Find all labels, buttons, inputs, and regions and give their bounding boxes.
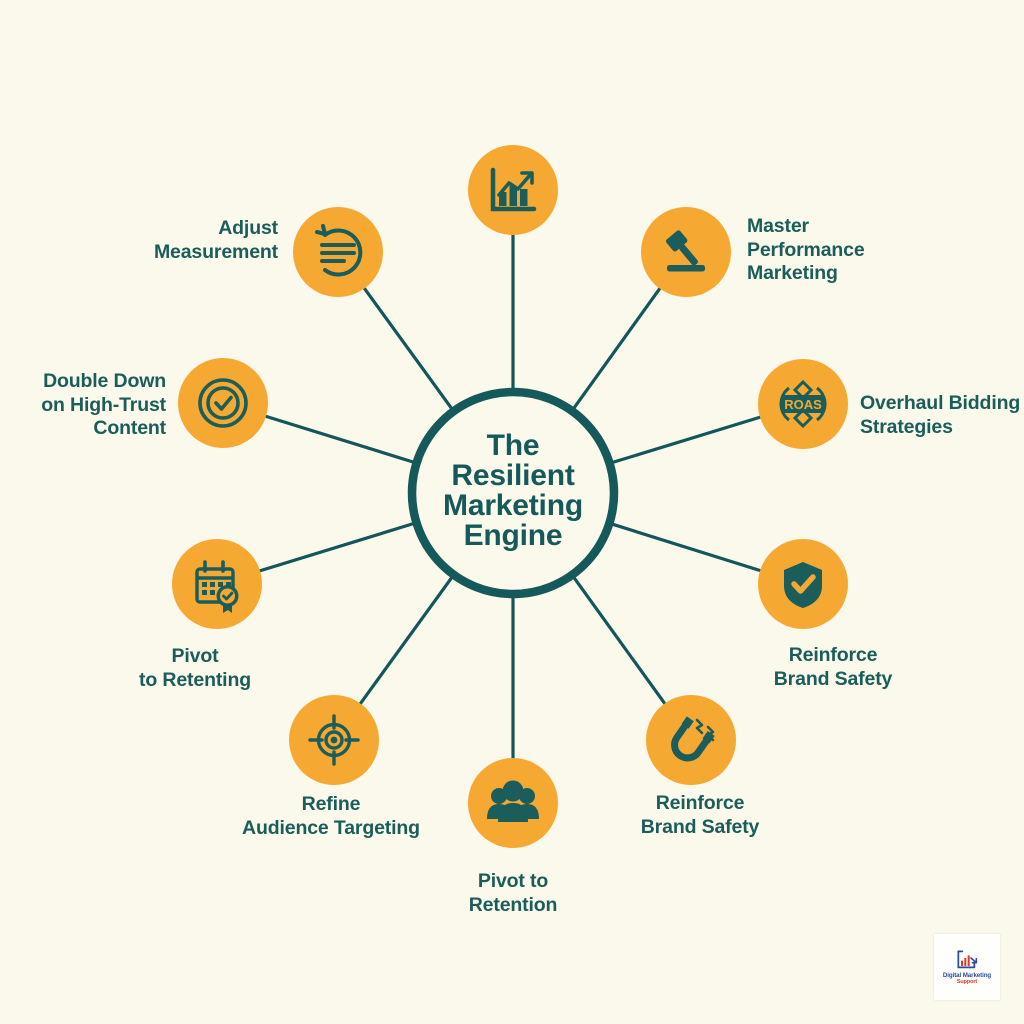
- spoke-reinforce-brand-safety-magnet: [571, 574, 668, 707]
- hub-title-line-4: Engine: [464, 519, 563, 552]
- spoke-double-down-high-trust-content: [262, 414, 417, 465]
- node-reinforce-brand-safety-magnet[interactable]: [646, 695, 736, 785]
- label-overhaul-bidding-strategies: Overhaul Bidding Strategies: [860, 392, 1021, 438]
- node-adjust-measurement[interactable]: [293, 207, 383, 297]
- node-circles: [172, 145, 848, 848]
- label-master-performance-marketing: Master Performance Marketing: [747, 215, 865, 284]
- spoke-adjust-measurement: [361, 285, 455, 412]
- node-circle: [178, 358, 268, 448]
- label-adjust-measurement: Adjust Measurement: [153, 217, 278, 263]
- spoke-refine-audience-targeting: [357, 574, 455, 707]
- label-reinforce-brand-safety-magnet: Reinforce Brand Safety: [640, 792, 760, 838]
- spoke-overhaul-bidding-strategies: [609, 415, 764, 465]
- chart-arrow-logo-icon: [957, 949, 978, 968]
- node-overhaul-bidding-strategies[interactable]: [758, 359, 848, 449]
- node-master-performance-marketing[interactable]: [641, 207, 731, 297]
- label-reinforce-brand-safety-shield: Reinforce Brand Safety: [773, 644, 893, 690]
- label-pivot-to-retenting: Pivot to Retenting: [139, 645, 251, 691]
- hub-title-line-2: Resilient: [451, 459, 574, 492]
- node-refine-audience-targeting[interactable]: [289, 695, 379, 785]
- node-reinforce-brand-safety-shield[interactable]: [758, 539, 848, 629]
- node-pivot-to-retenting[interactable]: [172, 539, 262, 629]
- center-hub: The Resilient Marketing Engine: [407, 387, 619, 599]
- spoke-lines: [256, 231, 764, 762]
- hub-title-line-1: The: [487, 429, 540, 462]
- hub-ring: [407, 387, 619, 599]
- brand-logo: Digital Marketing Support: [934, 934, 1000, 1000]
- label-pivot-to-retention: Pivot to Retention: [468, 870, 558, 916]
- spoke-master-performance-marketing: [571, 285, 663, 411]
- brand-logo-line-2: Support: [956, 978, 978, 985]
- node-pivot-to-retention[interactable]: [468, 758, 558, 848]
- label-refine-audience-targeting: Refine Audience Targeting: [242, 793, 420, 839]
- spoke-pivot-to-retenting: [256, 521, 417, 573]
- spoke-reinforce-brand-safety-shield: [609, 522, 764, 573]
- node-circle: [646, 695, 736, 785]
- brand-logo-line-1: Digital Marketing: [942, 971, 992, 979]
- hub-title-line-3: Marketing: [443, 489, 583, 522]
- label-double-down-high-trust-content: Double Down on High-Trust Content: [41, 370, 166, 439]
- node-circle: [172, 539, 262, 629]
- node-double-down-high-trust-content[interactable]: [178, 358, 268, 448]
- node-performance-trend[interactable]: [468, 145, 558, 235]
